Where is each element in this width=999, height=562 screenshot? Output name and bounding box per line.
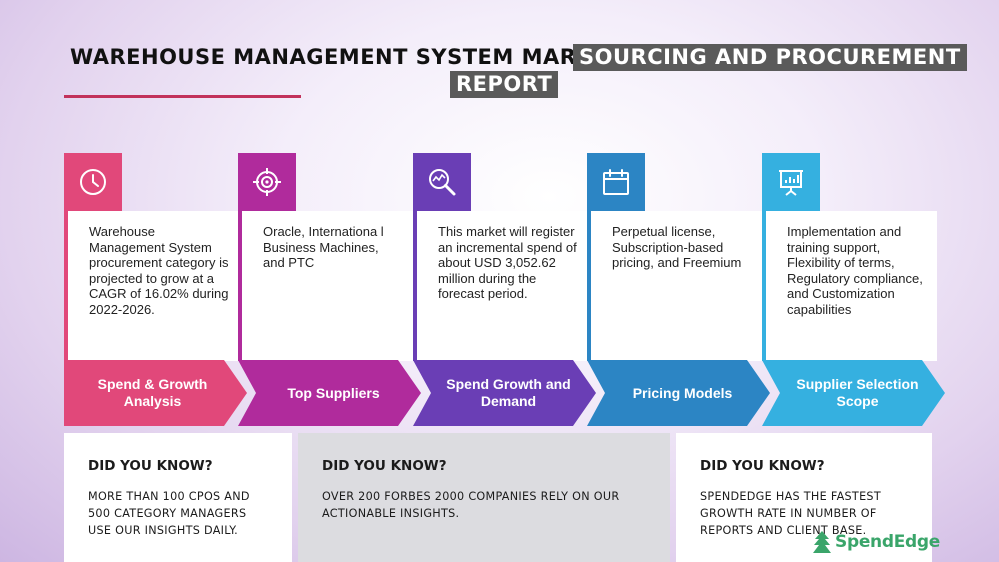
did-you-know-heading: DID YOU KNOW?	[700, 458, 825, 474]
spendedge-logo-icon	[813, 531, 831, 553]
target-icon	[253, 168, 281, 196]
logo-text: SpendEdge	[835, 532, 940, 552]
step-label: Spend Growth and Demand	[413, 360, 596, 426]
clock-icon	[80, 169, 106, 195]
did-you-know-text: MORE THAN 100 CPOS AND 500 CATEGORY MANA…	[88, 490, 250, 537]
spendedge-logo: SpendEdge	[812, 530, 940, 554]
step-label: Spend & Growth Analysis	[64, 360, 247, 426]
presentation-chart-icon	[779, 170, 803, 196]
icon-tile	[587, 153, 645, 211]
magnifier-chart-icon	[429, 169, 456, 196]
step-label: Supplier Selection Scope	[762, 360, 945, 426]
did-you-know-heading: DID YOU KNOW?	[322, 458, 447, 474]
did-you-know-box: DID YOU KNOW? SPENDEDGE HAS THE FASTEST …	[676, 433, 932, 562]
icon-tile	[762, 153, 820, 211]
info-text: This market will register an incremental…	[413, 211, 588, 361]
did-you-know-heading: DID YOU KNOW?	[88, 458, 213, 474]
icon-tile	[64, 153, 122, 211]
icon-tile	[238, 153, 296, 211]
title-line: WAREHOUSE MANAGEMENT SYSTEM MARKET	[70, 45, 623, 69]
did-you-know-box: DID YOU KNOW? MORE THAN 100 CPOS AND 500…	[64, 433, 292, 562]
info-text: Warehouse Management System procurement …	[64, 211, 239, 361]
did-you-know-text: SPENDEDGE HAS THE FASTEST GROWTH RATE IN…	[700, 490, 881, 537]
info-text: Implementation and training support, Fle…	[762, 211, 937, 361]
did-you-know-box: DID YOU KNOW? OVER 200 FORBES 2000 COMPA…	[298, 433, 670, 562]
title-underline	[64, 95, 301, 98]
info-text: Perpetual license, Subscription-based pr…	[587, 211, 762, 361]
step-label: Top Suppliers	[238, 360, 421, 426]
info-text: Oracle, Internationa l Business Machines…	[238, 211, 413, 361]
step-label: Pricing Models	[587, 360, 770, 426]
calendar-icon	[603, 169, 629, 195]
title-highlight-continued: REPORT	[450, 71, 559, 98]
did-you-know-text: OVER 200 FORBES 2000 COMPANIES RELY ON O…	[322, 490, 620, 520]
icon-tile	[413, 153, 471, 211]
title-highlight: SOURCING AND PROCUREMENT	[573, 44, 967, 71]
